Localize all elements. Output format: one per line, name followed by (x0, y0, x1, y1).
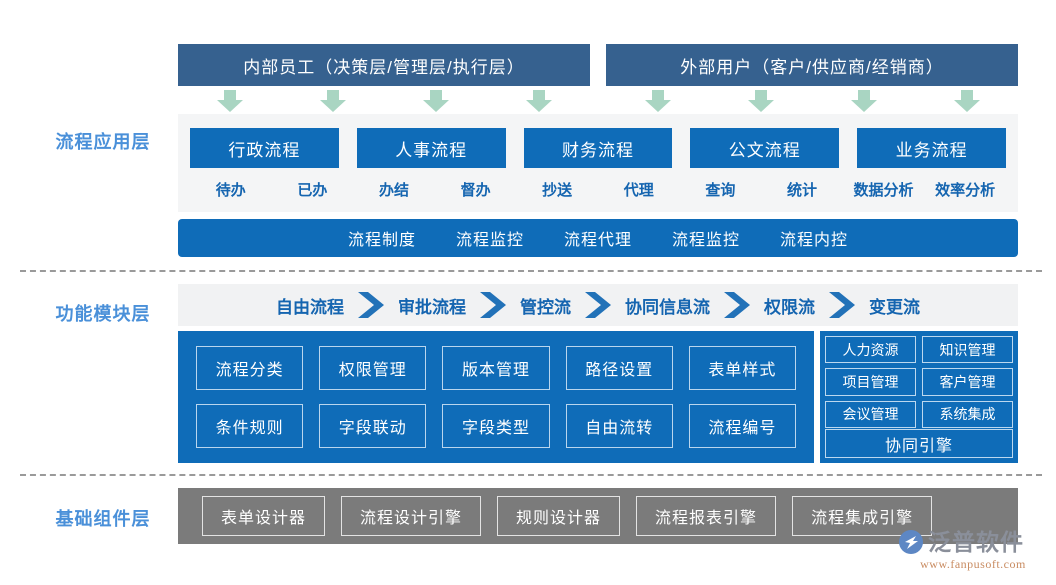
module-cell-field-type[interactable]: 字段类型 (442, 404, 550, 448)
process-tag[interactable]: 代理 (623, 181, 654, 199)
arrow-down-icon (747, 90, 774, 112)
divider-application-module (20, 270, 1042, 272)
side-column-right: 知识管理 客户管理 系统集成 (922, 336, 1013, 428)
side-cell-meeting-mgmt[interactable]: 会议管理 (825, 400, 916, 428)
side-cell-project-mgmt[interactable]: 项目管理 (825, 368, 916, 396)
module-cell-version-mgmt[interactable]: 版本管理 (442, 346, 550, 390)
arrow-group-external (606, 90, 1018, 114)
governance-item[interactable]: 流程内控 (780, 232, 849, 249)
side-column-left: 人力资源 项目管理 会议管理 (825, 336, 916, 428)
process-tag[interactable]: 统计 (786, 181, 817, 199)
side-cell-hr[interactable]: 人力资源 (825, 336, 916, 364)
chevron-right-icon (724, 292, 750, 318)
watermark: 泛普软件 www.fanpusoft.com (898, 529, 1048, 581)
flow-step-collaboration[interactable]: 协同信息流 (625, 297, 710, 317)
governance-item[interactable]: 流程监控 (455, 232, 524, 249)
module-cell-process-category[interactable]: 流程分类 (196, 346, 304, 390)
module-cell-free-routing[interactable]: 自由流转 (565, 404, 673, 448)
header-internal-users[interactable]: 内部员工（决策层/管理层/执行层） (178, 44, 590, 86)
base-cell-process-report-engine[interactable]: 流程报表引擎 (636, 496, 777, 536)
flow-step-free[interactable]: 自由流程 (276, 297, 344, 317)
arrow-down-icon (319, 90, 346, 112)
process-tag[interactable]: 抄送 (542, 181, 573, 199)
chevron-right-icon (585, 292, 611, 318)
process-tag[interactable]: 督办 (460, 181, 491, 199)
process-tag[interactable]: 查询 (705, 181, 736, 199)
governance-item[interactable]: 流程制度 (347, 232, 416, 249)
chevron-right-icon (358, 292, 384, 318)
application-panel: 行政流程 人事流程 财务流程 公文流程 业务流程 待办 已办 办结 督办 抄送 … (178, 114, 1018, 212)
side-cell-knowledge-mgmt[interactable]: 知识管理 (922, 336, 1013, 364)
arrow-down-icon (953, 90, 980, 112)
layer-label-application: 流程应用层 (55, 132, 151, 152)
arrow-down-icon (644, 90, 671, 112)
module-cell-permission-mgmt[interactable]: 权限管理 (319, 346, 427, 390)
arrow-down-icon (525, 90, 552, 112)
process-tag[interactable]: 数据分析 (853, 181, 914, 199)
flow-step-permission[interactable]: 权限流 (764, 297, 815, 317)
flow-step-control[interactable]: 管控流 (520, 297, 571, 317)
flow-step-change[interactable]: 变更流 (869, 297, 920, 317)
side-footer-collaboration-engine[interactable]: 协同引擎 (825, 429, 1013, 458)
process-tag-row: 待办 已办 办结 督办 抄送 代理 查询 统计 数据分析 效率分析 (190, 174, 1006, 204)
side-cell-customer-mgmt[interactable]: 客户管理 (922, 368, 1013, 396)
process-box-finance[interactable]: 财务流程 (523, 128, 673, 168)
process-tag[interactable]: 已办 (297, 181, 328, 199)
chevron-right-icon (480, 292, 506, 318)
base-cell-process-integration-engine[interactable]: 流程集成引擎 (792, 496, 933, 536)
module-grid-panel: 流程分类 权限管理 版本管理 路径设置 表单样式 条件规则 字段联动 字段类型 … (178, 331, 814, 463)
module-cell-field-linkage[interactable]: 字段联动 (319, 404, 427, 448)
module-cell-form-style[interactable]: 表单样式 (688, 346, 797, 390)
base-component-band: 表单设计器 流程设计引擎 规则设计器 流程报表引擎 流程集成引擎 (178, 488, 1018, 544)
module-row: 条件规则 字段联动 字段类型 自由流转 流程编号 (196, 404, 797, 448)
arrow-down-icon (216, 90, 243, 112)
process-box-business[interactable]: 业务流程 (857, 128, 1006, 168)
chevron-right-icon (829, 292, 855, 318)
layer-label-base: 基础组件层 (55, 509, 151, 529)
process-box-document[interactable]: 公文流程 (690, 128, 840, 168)
arrow-row (178, 90, 1018, 114)
governance-item[interactable]: 流程代理 (563, 232, 632, 249)
module-side-panel: 人力资源 项目管理 会议管理 知识管理 客户管理 系统集成 协同引擎 (820, 331, 1018, 463)
flow-step-approval[interactable]: 审批流程 (398, 297, 466, 317)
module-cell-condition-rule[interactable]: 条件规则 (196, 404, 304, 448)
header-external-users[interactable]: 外部用户（客户/供应商/经销商） (606, 44, 1018, 86)
side-cell-system-integration[interactable]: 系统集成 (922, 400, 1013, 428)
governance-bar: 流程制度 流程监控 流程代理 流程监控 流程内控 (178, 219, 1018, 257)
flow-step-band: 自由流程 审批流程 管控流 协同信息流 权限流 变更流 (178, 284, 1018, 326)
module-cell-path-setting[interactable]: 路径设置 (565, 346, 673, 390)
top-user-headers: 内部员工（决策层/管理层/执行层） 外部用户（客户/供应商/经销商） (178, 44, 1018, 86)
watermark-url: www.fanpusoft.com (920, 557, 1026, 571)
process-box-row: 行政流程 人事流程 财务流程 公文流程 业务流程 (190, 128, 1006, 168)
base-cell-rule-designer[interactable]: 规则设计器 (497, 496, 621, 536)
watermark-brand: 泛普软件 (928, 528, 1024, 555)
base-cell-form-designer[interactable]: 表单设计器 (202, 496, 326, 536)
arrow-down-icon (850, 90, 877, 112)
arrow-group-internal (178, 90, 590, 114)
process-tag[interactable]: 办结 (378, 181, 409, 199)
process-tag[interactable]: 效率分析 (935, 181, 996, 199)
layer-label-module: 功能模块层 (55, 304, 151, 324)
process-tag[interactable]: 待办 (215, 181, 246, 199)
process-box-administrative[interactable]: 行政流程 (190, 128, 339, 168)
divider-module-base (20, 474, 1042, 476)
base-cell-process-design-engine[interactable]: 流程设计引擎 (341, 496, 482, 536)
arrow-down-icon (422, 90, 449, 112)
module-row: 流程分类 权限管理 版本管理 路径设置 表单样式 (196, 346, 797, 390)
module-cell-process-number[interactable]: 流程编号 (688, 404, 797, 448)
fanpu-logo-icon (899, 530, 923, 554)
governance-item[interactable]: 流程监控 (672, 232, 741, 249)
process-box-hr[interactable]: 人事流程 (356, 128, 506, 168)
